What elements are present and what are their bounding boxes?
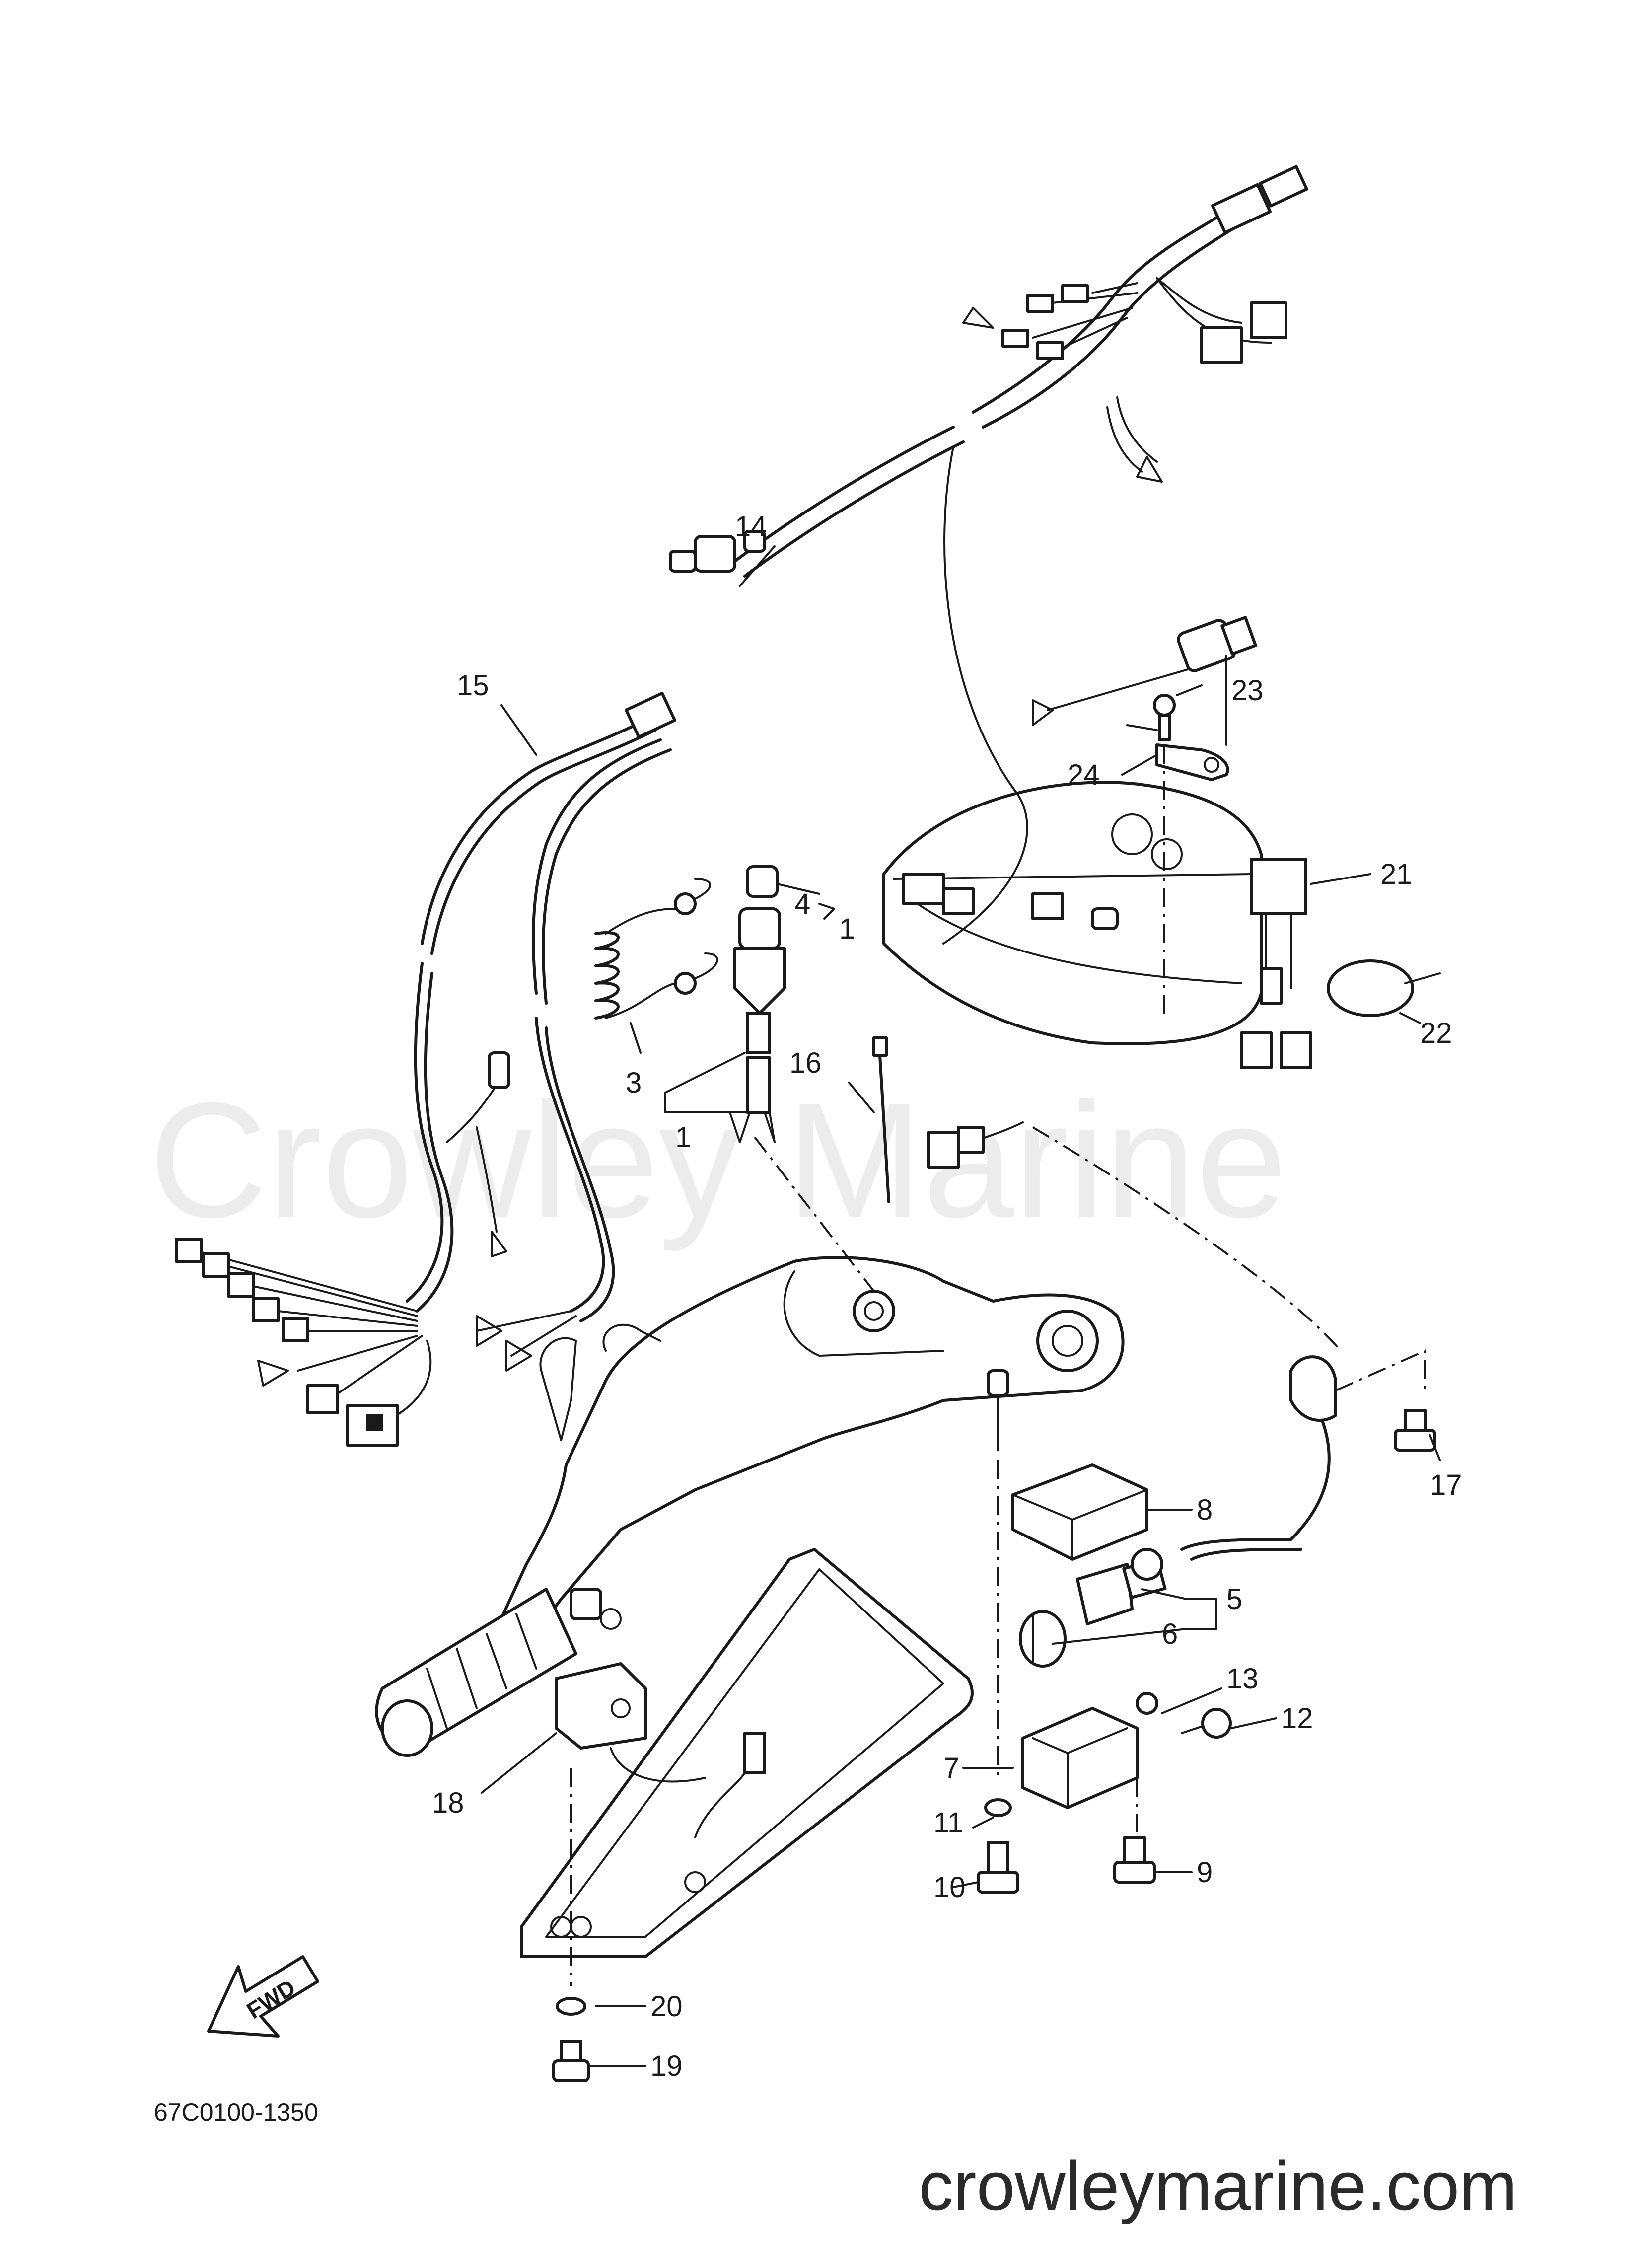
callout-2: 3 bbox=[626, 1067, 642, 1099]
part-6-bracket[interactable] bbox=[1021, 1707, 1139, 1809]
part-23-clamp[interactable] bbox=[1155, 743, 1229, 781]
wiring-harness-14[interactable] bbox=[175, 691, 676, 1447]
part-11-bolt[interactable] bbox=[1181, 1708, 1232, 1739]
callout-labels: 14 15 4 1 3 1 16 23 24 21 22 17 8 5 6 13… bbox=[432, 511, 1462, 2082]
fwd-label: FWD bbox=[242, 1974, 300, 2024]
leader-lines bbox=[481, 545, 1441, 2067]
callout-5: 6 bbox=[1162, 1618, 1178, 1650]
callout-9: 10 bbox=[933, 1871, 966, 1903]
part-10-washer[interactable] bbox=[984, 1798, 1012, 1817]
callout-15: 16 bbox=[789, 1047, 822, 1079]
callout-20: 21 bbox=[1380, 858, 1413, 890]
part-22-switch[interactable] bbox=[1032, 616, 1257, 726]
part-16-bolt[interactable] bbox=[1394, 1409, 1436, 1452]
callout-10: 11 bbox=[933, 1807, 963, 1839]
callout-21: 22 bbox=[1420, 1017, 1452, 1049]
tiller-cable[interactable] bbox=[754, 1121, 1342, 1561]
wiring-harness-13[interactable] bbox=[669, 165, 1308, 945]
callout-4: 5 bbox=[1226, 1583, 1242, 1615]
bottom-cowling bbox=[882, 781, 1263, 1045]
part-24-bolt[interactable] bbox=[1153, 694, 1176, 741]
part-20-relay[interactable] bbox=[1240, 858, 1312, 1069]
callout-1-top: 1 bbox=[839, 913, 855, 945]
callout-13: 14 bbox=[735, 511, 767, 543]
callout-19: 20 bbox=[650, 1990, 683, 2023]
callout-23: 24 bbox=[1068, 759, 1100, 791]
part-7-cover[interactable] bbox=[1011, 1463, 1148, 1561]
callout-16: 17 bbox=[1430, 1469, 1462, 1501]
tiller-plate bbox=[520, 1548, 974, 1958]
callout-3: 4 bbox=[794, 888, 810, 920]
watermark: Crowley Marine bbox=[149, 1068, 1287, 1252]
callout-8: 9 bbox=[1197, 1856, 1213, 1889]
callout-1-bottom: 1 bbox=[675, 1121, 691, 1154]
diagram-code: 67C0100-1350 bbox=[154, 2098, 318, 2126]
part-8-bolt[interactable] bbox=[1113, 1836, 1156, 1884]
fwd-arrow-icon: FWD bbox=[207, 1955, 319, 2038]
part-17-switch[interactable] bbox=[555, 1662, 706, 1783]
callout-6: 7 bbox=[943, 1752, 959, 1784]
callout-22: 23 bbox=[1231, 674, 1264, 707]
part-15-cable-tie[interactable] bbox=[872, 1036, 890, 1203]
website-footer[interactable]: crowleymarine.com bbox=[919, 2147, 1517, 2225]
stop-switch-assembly[interactable] bbox=[594, 865, 786, 1143]
callout-7: 8 bbox=[1197, 1494, 1213, 1526]
tiller-handle bbox=[375, 1256, 1125, 1757]
part-4-main-switch[interactable] bbox=[1076, 1548, 1167, 1625]
callout-11: 12 bbox=[1281, 1702, 1313, 1735]
part-21-cable-tie[interactable] bbox=[1327, 959, 1441, 1017]
part-18-bolt[interactable] bbox=[552, 2040, 590, 2082]
cable-clamp[interactable] bbox=[1289, 1355, 1337, 1422]
callout-18: 19 bbox=[650, 2050, 683, 2082]
part-9-bolt[interactable] bbox=[977, 1841, 1019, 1894]
part-5-key[interactable] bbox=[1019, 1610, 1067, 1668]
part-12-washer[interactable] bbox=[1136, 1692, 1158, 1715]
callout-12: 13 bbox=[1226, 1663, 1259, 1695]
part-19-washer[interactable] bbox=[556, 1997, 586, 2016]
callout-14: 15 bbox=[457, 669, 489, 702]
callout-17: 18 bbox=[432, 1787, 464, 1819]
